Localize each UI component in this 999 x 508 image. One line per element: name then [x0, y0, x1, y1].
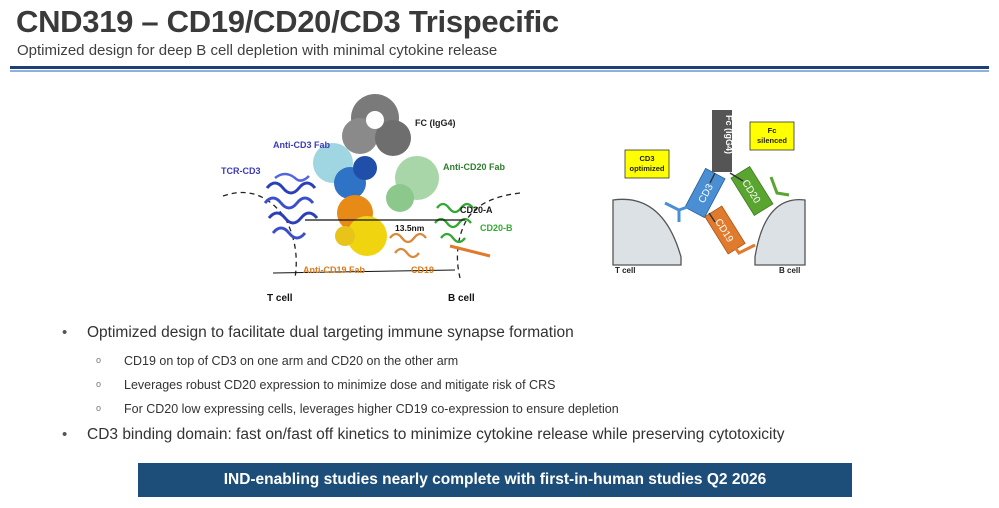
b-cell-membrane — [456, 192, 521, 279]
slide-subtitle: Optimized design for deep B cell depleti… — [17, 42, 498, 59]
milestone-banner: IND-enabling studies nearly complete wit… — [138, 463, 852, 497]
bullet-cd3-kinetics: CD3 binding domain: fast on/fast off kin… — [60, 425, 960, 445]
label-cd20b: CD20-B — [480, 223, 513, 233]
anti-cd20-fab — [386, 156, 439, 212]
tcr-cd3-structure — [263, 172, 319, 240]
fc-label: Fc (IgG4) — [724, 115, 734, 154]
cd20-arm: CD20 — [730, 165, 774, 217]
sub-bullet-cd20-expression: Leverages robust CD20 expression to mini… — [60, 376, 960, 393]
cd20-structure — [434, 202, 474, 244]
cd3-optimized-callout — [624, 149, 670, 179]
sub-bullet-arm-layout: CD19 on top of CD3 on one arm and CD20 o… — [60, 352, 960, 369]
fc-box — [712, 110, 732, 172]
cd3-optimized-l2: optimized — [630, 164, 665, 173]
t-cell-label: T cell — [615, 266, 635, 275]
cd3-optimized-l1: CD3 — [639, 154, 654, 163]
slide-title: CND319 – CD19/CD20/CD3 Trispecific — [16, 4, 559, 39]
header-rule-light — [10, 70, 989, 72]
cd19-structure — [389, 232, 427, 259]
linkers — [708, 172, 744, 223]
fc-silenced-l2: silenced — [757, 136, 787, 145]
label-anti-cd19: Anti-CD19 Fab — [303, 265, 366, 275]
fc-silenced-l1: Fc — [768, 126, 777, 135]
label-t-cell: T cell — [267, 293, 293, 304]
cd20-b-helix — [449, 244, 491, 258]
b-cell-shape — [754, 199, 806, 266]
membrane-line — [272, 269, 456, 274]
structure-illustration: FC (IgG4) Anti-CD3 Fab TCR-CD3 Anti-CD20… — [221, 94, 521, 304]
bullet-dual-targeting: Optimized design to facilitate dual targ… — [60, 323, 960, 343]
bullet-list: Optimized design to facilitate dual targ… — [60, 323, 960, 445]
label-distance: 13.5nm — [395, 223, 425, 233]
cd19-receptor — [731, 243, 756, 255]
label-fc: FC (IgG4) — [415, 118, 456, 128]
header-rule — [10, 66, 989, 69]
sub-bullet-cd19-coexpression: For CD20 low expressing cells, leverages… — [60, 400, 960, 417]
schematic-diagram: Fc (IgG4) CD3 optimized Fc silenced CD3 … — [612, 110, 806, 275]
fc-silenced-callout — [749, 121, 795, 151]
fc-domain — [342, 94, 411, 156]
cd20-receptor — [769, 176, 790, 197]
tcr-receptor — [664, 201, 694, 222]
t-cell-membrane — [222, 191, 297, 279]
label-anti-cd20: Anti-CD20 Fab — [443, 162, 506, 172]
label-tcr-cd3: TCR-CD3 — [221, 166, 261, 176]
label-b-cell: B cell — [448, 293, 475, 304]
anti-cd3-fab — [313, 143, 377, 199]
label-cd20a: CD20-A — [460, 205, 493, 215]
t-cell-shape — [612, 198, 682, 266]
b-cell-label: B cell — [779, 266, 800, 275]
anti-cd19-fab — [335, 195, 387, 256]
cd19-arm: CD19 — [704, 205, 746, 255]
structure-figure: FC (IgG4) Anti-CD3 Fab TCR-CD3 Anti-CD20… — [215, 88, 535, 313]
label-anti-cd3: Anti-CD3 Fab — [273, 140, 330, 150]
schematic-figure: Fc (IgG4) CD3 optimized Fc silenced CD3 … — [605, 105, 810, 285]
label-cd19: CD19 — [411, 265, 434, 275]
